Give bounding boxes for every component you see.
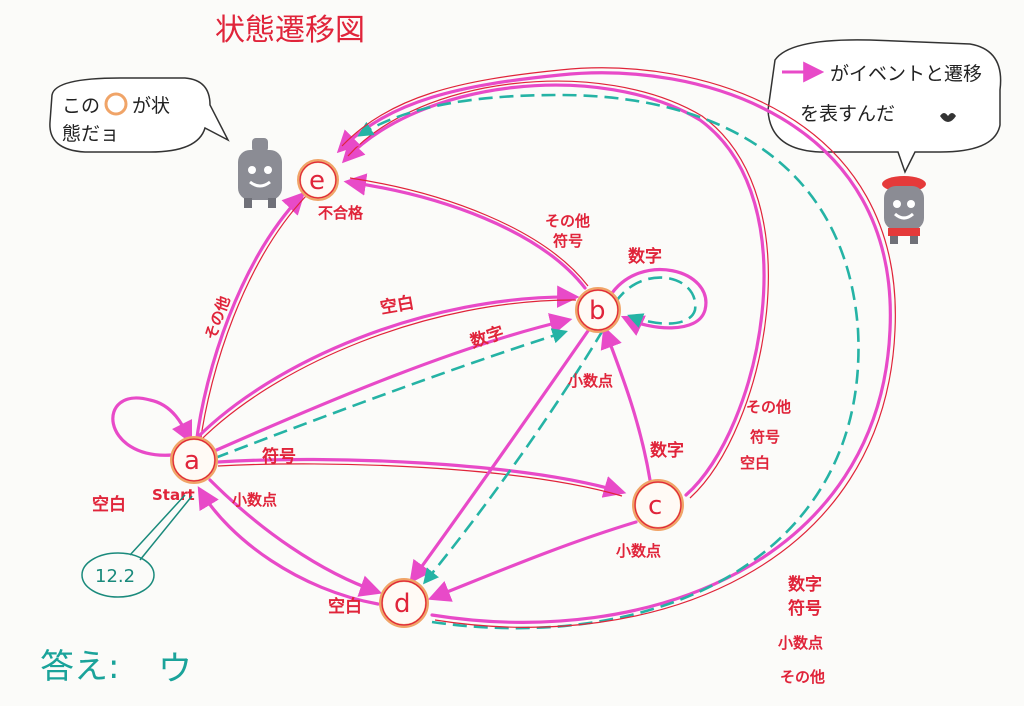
label-c-to-e-line2: 符号 (750, 428, 780, 446)
mascot-right-icon (882, 176, 926, 244)
label-a-to-b-digit: 数字 (468, 322, 507, 352)
bubble-right-line2: を表すんだ (800, 103, 895, 125)
edge-c-to-e (341, 83, 766, 497)
diagram-title: 状態遷移図 (215, 13, 365, 48)
state-e-letter: e (309, 166, 325, 196)
state-c: c (632, 479, 684, 531)
heart-icon (940, 113, 956, 122)
edge-a-to-b-space (188, 285, 580, 447)
state-symbol-icon (104, 92, 128, 116)
label-d-to-e-line4: その他 (780, 668, 825, 686)
bubble-left-line1-prefix: この (62, 95, 100, 117)
edge-a-to-d (208, 478, 383, 597)
label-a-to-c: 符号 (262, 446, 296, 467)
state-b-letter: b (589, 296, 606, 326)
label-d-to-e-line2: 符号 (788, 598, 822, 619)
bubble-left-line1-suffix: が状 (132, 95, 170, 117)
edge-c-to-d (427, 520, 638, 602)
state-a-letter: a (184, 446, 200, 476)
mascot-left-icon (238, 138, 282, 208)
label-b-self: 数字 (628, 246, 662, 267)
edge-c-to-b (600, 325, 652, 482)
label-a-to-b-space: 空白 (379, 292, 416, 319)
answer-value: ウ (158, 649, 192, 689)
edge-a-to-b-dashed (214, 328, 568, 460)
edge-b-to-d (409, 326, 592, 584)
label-b-to-d: 小数点 (568, 372, 613, 390)
edge-b-to-e (343, 173, 587, 290)
label-a-to-d: 小数点 (232, 491, 277, 509)
state-d: d (379, 578, 429, 628)
state-e: e (297, 159, 339, 201)
label-d-to-e-line3: 小数点 (778, 634, 823, 652)
speech-bubble-right: がイベントと遷移 を表すんだ (767, 39, 1002, 174)
bubble-right-line1: がイベントと遷移 (830, 63, 982, 85)
edge-a-to-b-digit (210, 313, 573, 454)
label-c-to-e-line1: その他 (746, 398, 791, 416)
label-c-to-e-line3: 空白 (740, 454, 770, 472)
label-d-self: 空白 (328, 596, 362, 617)
state-e-caption: 不合格 (318, 204, 364, 222)
edge-a-to-e (194, 191, 306, 447)
state-a-caption: Start (152, 486, 195, 504)
label-b-to-e-line2: 符号 (553, 232, 583, 250)
edge-d-to-e-dashed (357, 93, 860, 630)
edge-a-to-c (216, 457, 627, 498)
edge-d-to-e (336, 71, 892, 624)
edge-a-self-loop (111, 396, 193, 457)
edge-b-self-loop (608, 268, 708, 336)
state-b: b (575, 287, 621, 333)
label-a-self: 空白 (92, 494, 126, 515)
note-text: 12.2 (95, 566, 135, 587)
label-c-to-d: 小数点 (616, 542, 661, 560)
answer-label: 答え: (40, 647, 119, 687)
label-d-to-e-line1: 数字 (788, 574, 822, 595)
state-d-letter: d (394, 589, 411, 619)
state-c-letter: c (648, 491, 662, 521)
bubble-left-line2: 態だョ (62, 123, 119, 145)
state-a: a (170, 436, 218, 484)
label-c-to-b: 数字 (650, 440, 684, 461)
label-b-to-e-line1: その他 (545, 212, 590, 230)
speech-bubble-left: この が状 態だョ (49, 77, 230, 153)
edge-d-to-a (197, 486, 380, 606)
note-bubble: 12.2 (81, 494, 193, 598)
